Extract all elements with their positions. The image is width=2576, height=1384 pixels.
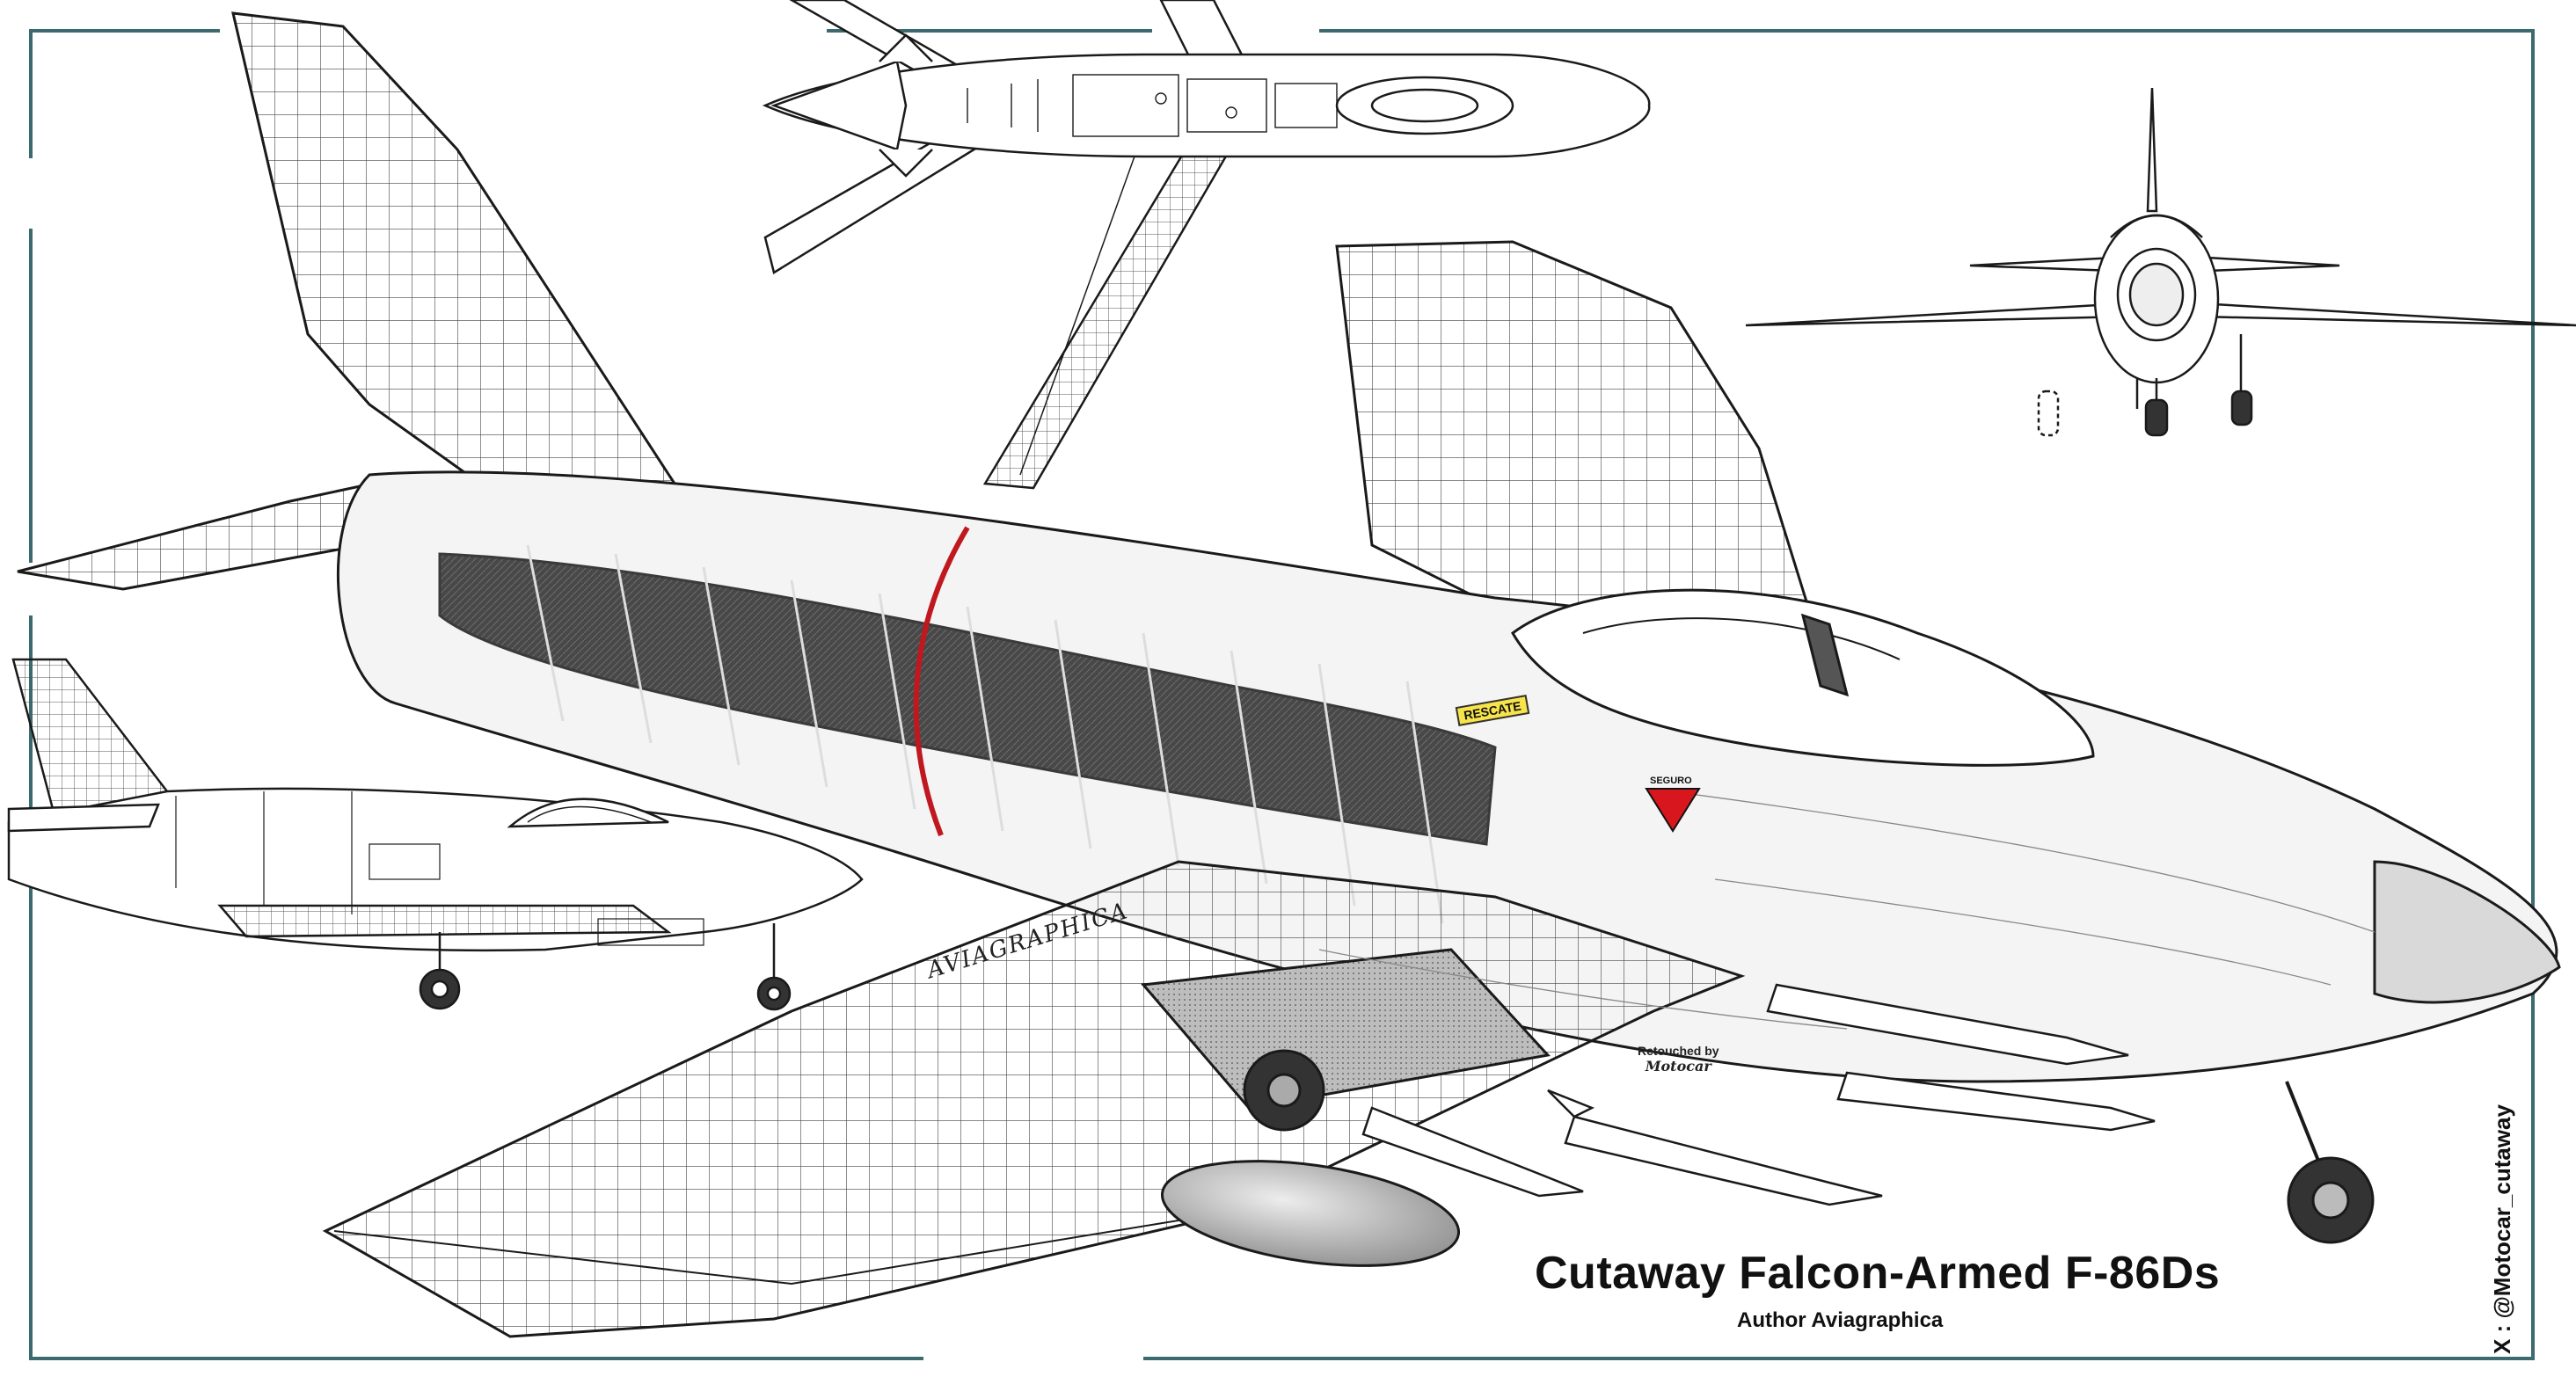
page-title: Cutaway Falcon-Armed F-86Ds bbox=[1535, 1248, 2221, 1299]
side-view-drawing bbox=[7, 658, 864, 1011]
social-handle: X : @Motocar_cutaway bbox=[2489, 1104, 2515, 1354]
vertical-tail bbox=[231, 11, 689, 503]
section-line bbox=[913, 526, 970, 837]
canopy bbox=[1511, 588, 2095, 767]
retouch-label: Retouched by bbox=[1638, 1044, 1719, 1058]
fuselage-frames bbox=[526, 544, 1444, 924]
drop-tank bbox=[1160, 1160, 1461, 1267]
falcon-missiles bbox=[1361, 983, 2156, 1206]
safety-tag: SEGURO bbox=[1650, 776, 1692, 786]
far-wing bbox=[1335, 240, 1841, 706]
author-credit: Author Aviagraphica bbox=[1737, 1308, 1944, 1332]
front-view-drawing bbox=[1745, 87, 2576, 437]
top-view-drawing bbox=[762, 0, 1651, 490]
safety-tag-icon bbox=[1645, 788, 1701, 833]
wheel-well bbox=[1141, 948, 1551, 1110]
retouch-credit: Retouched by Motocar bbox=[1638, 1043, 1719, 1074]
engine-section bbox=[438, 552, 1497, 846]
nose-cone bbox=[2373, 860, 2561, 1004]
retouch-signature: Motocar bbox=[1645, 1058, 1711, 1074]
main-cutaway-drawing bbox=[17, 11, 2561, 1338]
